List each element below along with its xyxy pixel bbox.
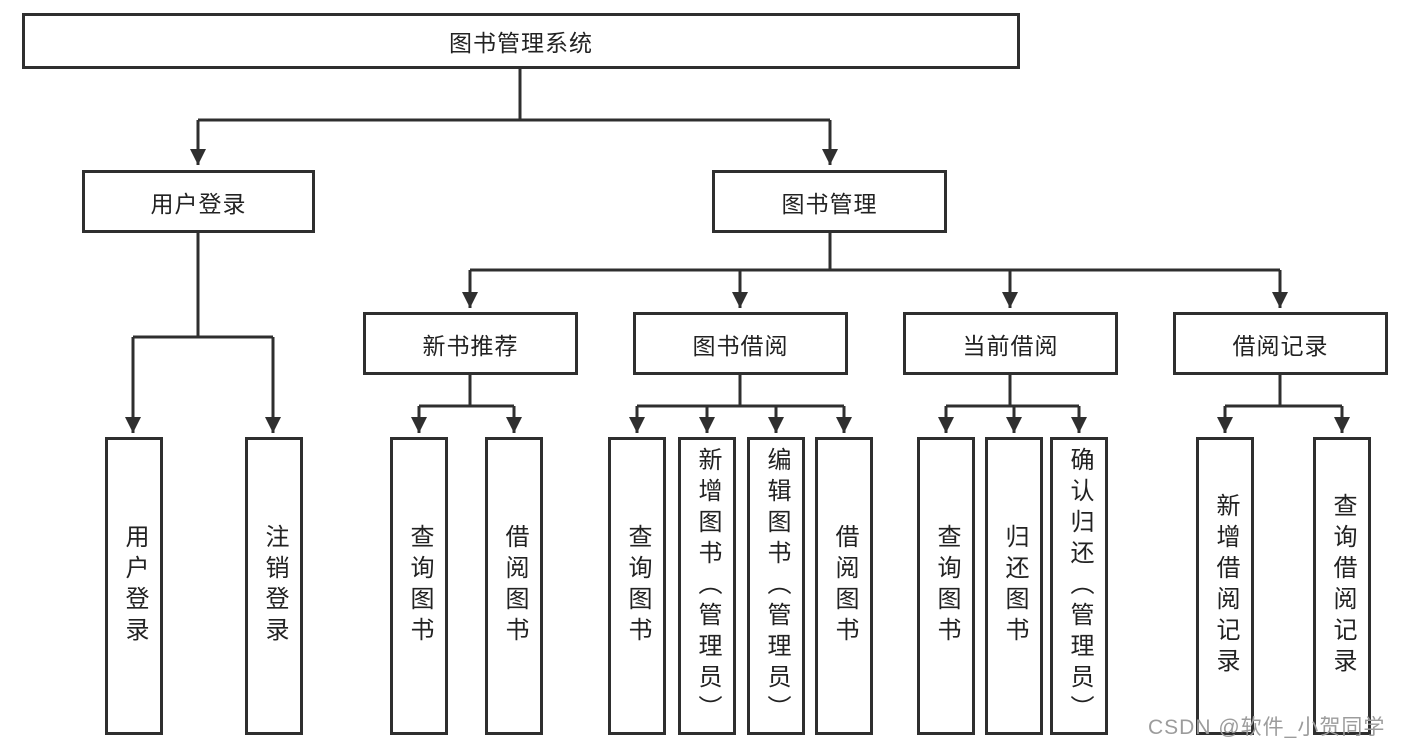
leaf-edit-books-admin: 编辑图书（管理员） — [747, 437, 805, 735]
node-book-management: 图书管理 — [712, 170, 947, 233]
leaf-logout: 注销登录 — [245, 437, 303, 735]
node-user-login: 用户登录 — [82, 170, 315, 233]
node-new-book-recommendation: 新书推荐 — [363, 312, 578, 375]
leaf-user-login: 用户登录 — [105, 437, 163, 735]
leaf-query-books-recommend: 查询图书 — [390, 437, 448, 735]
leaf-borrow-books-recommend: 借阅图书 — [485, 437, 543, 735]
csdn-watermark: CSDN @软件_小贺同学 — [1148, 716, 1386, 739]
leaf-query-books-current: 查询图书 — [917, 437, 975, 735]
leaf-add-books-admin: 新增图书（管理员） — [678, 437, 736, 735]
leaf-query-borrow-record: 查询借阅记录 — [1313, 437, 1371, 735]
node-borrowing-records: 借阅记录 — [1173, 312, 1388, 375]
node-library-management-system: 图书管理系统 — [22, 13, 1020, 69]
leaf-add-borrow-record: 新增借阅记录 — [1196, 437, 1254, 735]
leaf-confirm-return-admin: 确认归还（管理员） — [1050, 437, 1108, 735]
leaf-return-books: 归还图书 — [985, 437, 1043, 735]
node-current-borrowing: 当前借阅 — [903, 312, 1118, 375]
leaf-query-books-borrow: 查询图书 — [608, 437, 666, 735]
node-book-borrowing: 图书借阅 — [633, 312, 848, 375]
leaf-borrow-books: 借阅图书 — [815, 437, 873, 735]
